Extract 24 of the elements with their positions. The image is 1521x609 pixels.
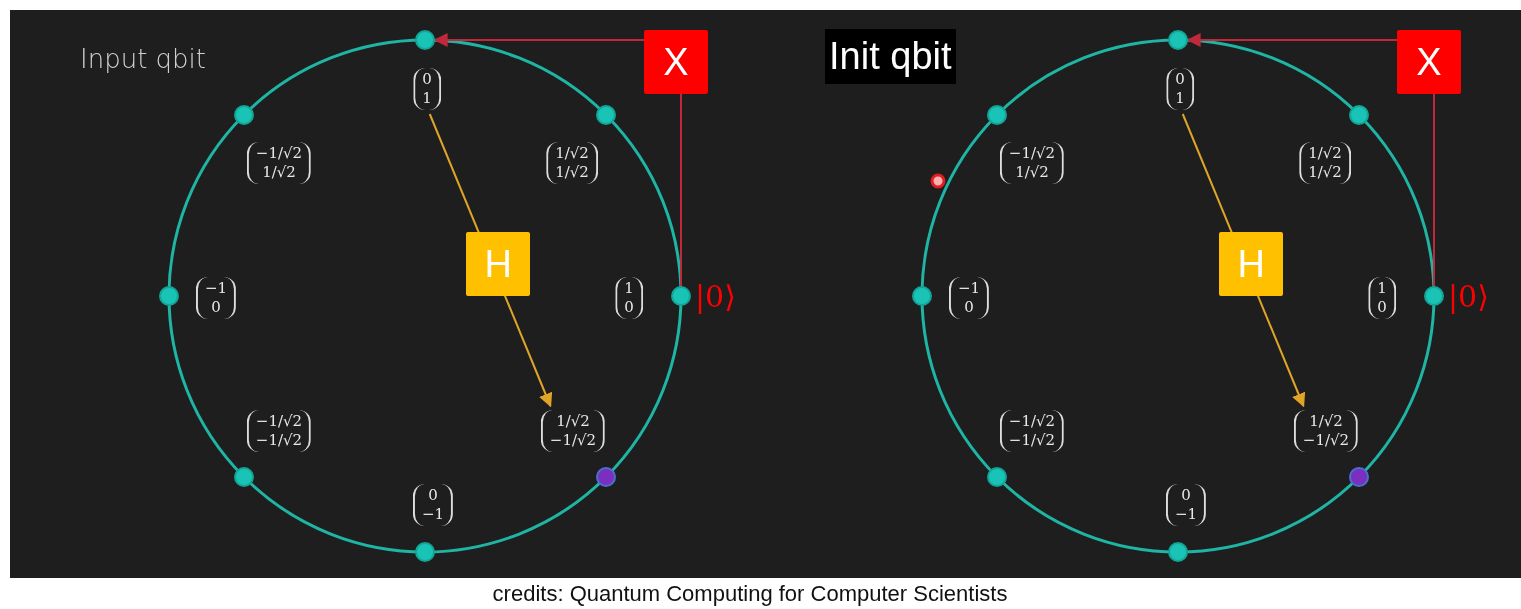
panel-title: Input qbit [80,44,206,74]
state-vector: 1/√2 1/√2 [1299,142,1351,184]
ket-label: |0⟩ [695,278,736,314]
panel-title: Init qbit [825,29,956,84]
state-vector: 1 0 [1368,277,1396,319]
ket-label: |0⟩ [1448,278,1489,314]
state-vector: 0 1 [413,68,441,110]
state-vector: −1/√2 1/√2 [246,142,312,184]
gate-label: H [1219,232,1284,296]
gate-label: X [644,30,708,94]
state-vector: 0 −1 [1165,484,1207,526]
state-vector: 1/√2 −1/√2 [1293,410,1359,452]
state-vector: 0 1 [1166,68,1194,110]
state-vector: −1/√2 1/√2 [999,142,1065,184]
state-vector: −1 0 [195,277,237,319]
state-vector: 1 0 [615,277,643,319]
gate-label: X [1397,30,1461,94]
state-vector: −1/√2 −1/√2 [999,410,1065,452]
state-vector: 1/√2 −1/√2 [540,410,606,452]
state-vector: −1 0 [948,277,990,319]
state-vector: 1/√2 1/√2 [546,142,598,184]
state-vector: −1/√2 −1/√2 [246,410,312,452]
state-vector: 0 −1 [412,484,454,526]
gate-label: H [466,232,531,296]
